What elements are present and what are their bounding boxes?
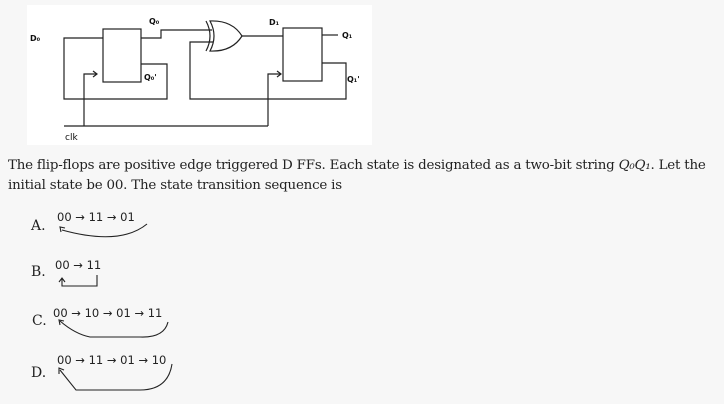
circuit-diagram: D₀ Q₀ Q₀' D₁ Q₁ Q₁' clk [27,5,372,145]
option-sequence: 00 → 11 → 01 → 10 [57,353,167,367]
question-part1: The flip-flops are positive edge trigger… [8,158,619,173]
q0-label: Q₀ [149,17,160,26]
option-letter: D. [31,365,47,381]
math-q0q1: Q₀Q₁ [618,158,651,173]
question-part2: . Let the initial state be 00. The state… [8,158,706,193]
question-text: The flip-flops are positive edge trigger… [8,156,718,196]
arc-a [61,223,148,238]
xor-gate [209,20,243,52]
q0-bar-label: Q₀' [144,73,157,82]
option-sequence: 00 → 11 [55,258,102,272]
option-sequence: 00 → 11 → 01 [57,210,135,224]
arc-b [61,275,98,287]
option-letter: C. [32,313,47,329]
flip-flop-0 [102,28,142,83]
circuit-wires [63,20,347,127]
option-letter: B. [31,264,46,280]
flip-flop-1 [282,27,323,82]
q1-label: Q₁ [342,31,353,40]
d0-label: D₀ [30,34,41,43]
arc-d [59,363,173,391]
arc-c [59,320,169,338]
option-letter: A. [31,218,46,234]
d1-label: D₁ [269,18,280,27]
q1-bar-label: Q₁' [347,75,360,84]
option-sequence: 00 → 10 → 01 → 11 [53,306,163,320]
clk-label: clk [65,133,78,143]
